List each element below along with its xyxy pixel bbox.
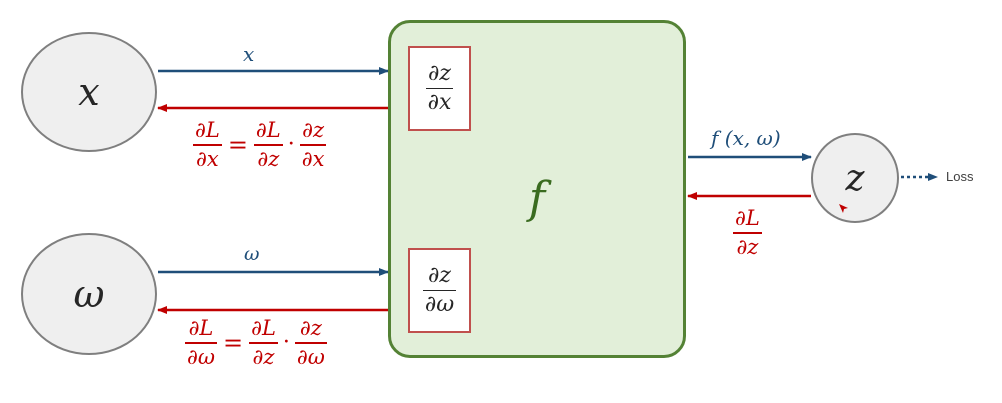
fraction-denominator: ∂z <box>257 146 280 171</box>
fraction-denominator: ∂x <box>196 146 219 171</box>
fraction-numerator: ∂z <box>302 118 325 142</box>
fraction-bar <box>422 289 457 292</box>
fraction-denominator: ∂z <box>736 234 759 259</box>
fraction-numerator: ∂L <box>735 206 760 230</box>
local-gradient-dz-domega: ∂z ∂ω <box>422 262 457 318</box>
fraction-numerator: ∂L <box>251 316 276 340</box>
fraction-bar <box>253 144 283 146</box>
fraction-denominator: ∂x <box>301 146 325 171</box>
fraction-dz-dx: ∂z ∂x <box>299 118 327 171</box>
node-x-label: x <box>78 70 100 114</box>
chain-rule-omega: ∂L ∂ω = ∂L ∂z · ∂z ∂ω <box>185 316 327 369</box>
fraction-bar <box>185 342 217 344</box>
fraction-denominator: ∂x <box>427 90 452 116</box>
fraction-dL-dx: ∂L ∂x <box>193 118 222 171</box>
fraction-denominator: ∂ω <box>296 344 325 369</box>
node-omega-label: ω <box>73 272 105 316</box>
fraction-dL-dz: ∂L ∂z <box>249 316 278 369</box>
cursor-icon <box>839 204 848 213</box>
local-gradient-dz-domega-box: ∂z ∂ω <box>408 248 471 333</box>
forward-label-omega: ω <box>244 243 260 265</box>
equals-sign: = <box>227 130 248 159</box>
backward-grad-dL-dz: ∂L ∂z <box>733 206 762 259</box>
chain-rule-x: ∂L ∂x = ∂L ∂z · ∂z ∂x <box>193 118 327 171</box>
fraction-numerator: ∂L <box>255 118 281 142</box>
equals-sign: = <box>222 328 244 357</box>
forward-label-x: x <box>243 42 255 66</box>
fraction-bar <box>294 342 327 344</box>
forward-label-output: f (x, ω) <box>711 126 781 150</box>
fraction-numerator: ∂z <box>428 60 451 86</box>
node-omega: ω <box>21 233 157 355</box>
fraction-numerator: ∂z <box>299 316 322 340</box>
fraction-numerator: ∂z <box>428 262 451 288</box>
loss-label: Loss <box>946 169 974 184</box>
fraction-dz-domega: ∂z ∂ω <box>294 316 327 369</box>
fraction-bar <box>193 144 222 146</box>
node-z-label: z <box>845 157 865 199</box>
fraction-numerator: ∂L <box>188 316 214 340</box>
fraction-bar <box>299 144 327 146</box>
node-x: x <box>21 32 157 152</box>
local-gradient-dz-dx: ∂z ∂x <box>425 60 454 116</box>
function-label: f <box>528 173 546 224</box>
node-z: z <box>811 133 899 223</box>
fraction-denominator: ∂ω <box>187 344 215 369</box>
fraction-numerator: ∂L <box>195 118 220 142</box>
fraction-denominator: ∂ω <box>424 292 455 318</box>
fraction-dL-dz: ∂L ∂z <box>733 206 762 259</box>
fraction-dL-dz: ∂L ∂z <box>253 118 283 171</box>
fraction-bar <box>425 87 454 90</box>
local-gradient-dz-dx-box: ∂z ∂x <box>408 46 471 131</box>
fraction-denominator: ∂z <box>252 344 275 369</box>
fraction-bar <box>249 342 278 344</box>
multiply-dot: · <box>282 330 290 356</box>
multiply-dot: · <box>287 132 295 158</box>
fraction-bar <box>733 232 762 234</box>
fraction-dL-domega: ∂L ∂ω <box>185 316 217 369</box>
